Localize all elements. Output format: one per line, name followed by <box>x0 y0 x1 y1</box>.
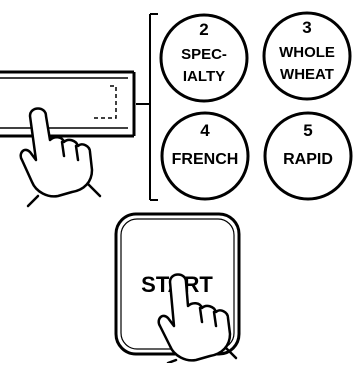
whole-wheat-label-line2: WHEAT <box>280 66 334 83</box>
pointing-hand-icon <box>21 109 100 207</box>
rapid-number: 5 <box>303 121 312 140</box>
rapid-button[interactable]: 5 RAPID <box>265 113 351 199</box>
whole-wheat-button[interactable]: 3 WHOLE WHEAT <box>264 13 350 99</box>
display-panel <box>0 72 134 136</box>
french-button[interactable]: 4 FRENCH <box>162 113 248 199</box>
specialty-button[interactable]: 2 SPEC- IALTY <box>161 15 247 101</box>
whole-wheat-label-line1: WHOLE <box>279 44 335 61</box>
specialty-label-line1: SPEC- <box>181 46 227 63</box>
rapid-label: RAPID <box>283 151 333 168</box>
french-label: FRENCH <box>172 151 239 168</box>
specialty-label-line2: IALTY <box>183 68 225 85</box>
whole-wheat-number: 3 <box>302 18 311 37</box>
specialty-number: 2 <box>199 20 208 39</box>
button-group-bracket <box>136 14 158 200</box>
french-number: 4 <box>200 121 210 140</box>
